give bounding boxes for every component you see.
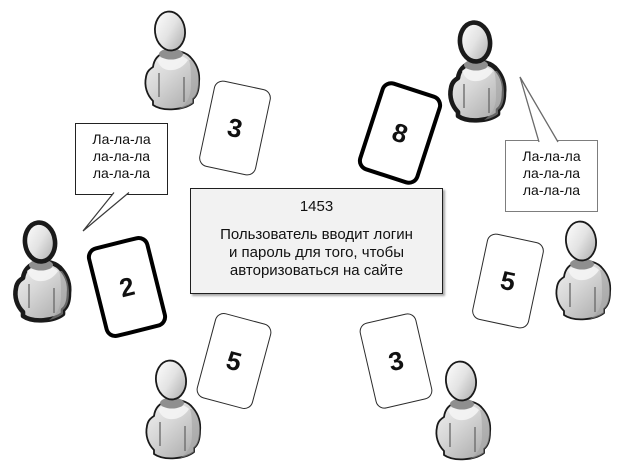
- story-line: и пароль для того, чтобы: [229, 244, 404, 261]
- bubble-line: Ла-ла-ла: [92, 131, 151, 147]
- person-bust-icon: [139, 9, 203, 115]
- story-line: авторизоваться на сайте: [229, 262, 404, 279]
- card-value: 5: [497, 264, 519, 297]
- card-value: 3: [385, 344, 407, 377]
- card-value: 2: [116, 270, 138, 303]
- person-bust-icon: [550, 219, 614, 325]
- speech-bubble-right: Ла-ла-ла ла-ла-ла ла-ла-ла: [505, 140, 598, 212]
- bubble-tail-left: [82, 192, 130, 232]
- card-value: 8: [388, 116, 412, 150]
- estimation-card-top-left: 3: [197, 78, 273, 178]
- estimation-card-bottom-right: 3: [357, 311, 435, 411]
- story-description: Пользователь вводит логин и пароль для т…: [191, 226, 442, 280]
- person-bust-icon: [430, 359, 494, 465]
- bubble-line: ла-ла-ла: [522, 165, 581, 181]
- speech-bubble-left: Ла-ла-ла ла-ла-ла ла-ла-ла: [75, 123, 168, 195]
- estimation-card-left: 2: [84, 233, 170, 341]
- estimation-card-top-right: 8: [355, 78, 445, 188]
- user-story-card: 1453 Пользователь вводит логин и пароль …: [190, 188, 443, 294]
- bubble-line: ла-ла-ла: [92, 165, 151, 181]
- bubble-tail-right: [519, 76, 559, 143]
- person-bust-icon: [140, 358, 204, 464]
- estimation-card-right: 5: [470, 231, 546, 331]
- bubble-line: ла-ла-ла: [92, 148, 151, 164]
- bubble-line: ла-ла-ла: [522, 182, 581, 198]
- story-line: Пользователь вводит логин: [220, 226, 413, 243]
- card-value: 3: [224, 111, 246, 144]
- story-id: 1453: [299, 198, 334, 215]
- person-bust-icon: [9, 220, 73, 326]
- person-bust-icon: [444, 20, 508, 126]
- card-value: 5: [223, 344, 245, 377]
- estimation-card-bottom-left: 5: [194, 310, 274, 412]
- bubble-line: Ла-ла-ла: [522, 148, 581, 164]
